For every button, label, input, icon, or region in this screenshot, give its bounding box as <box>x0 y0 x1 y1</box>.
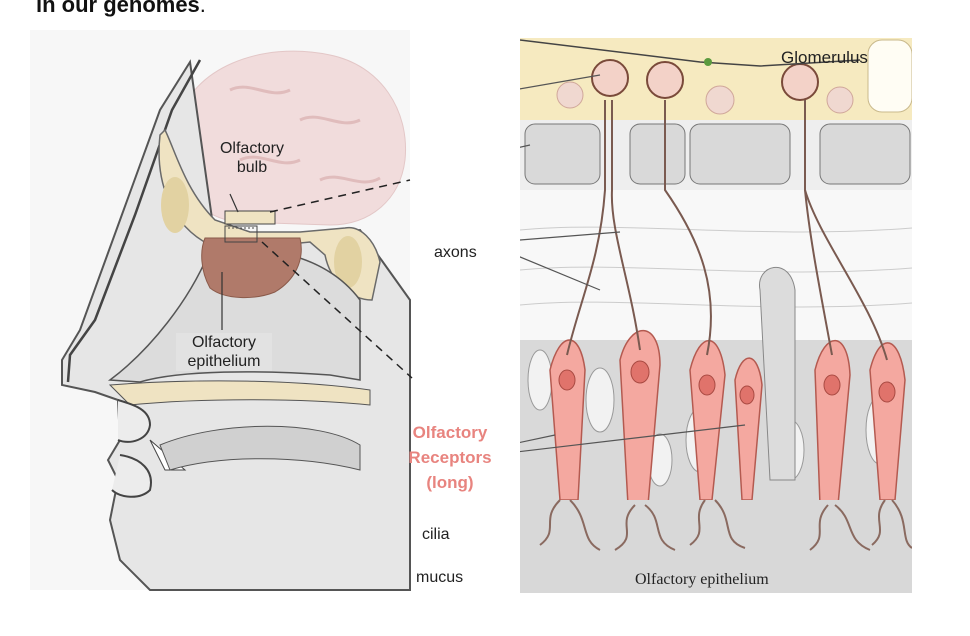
heading-tail: . <box>199 0 206 17</box>
mucus-label: mucus <box>416 569 464 586</box>
olfactory-bulb-label: Olfactory bulb <box>212 139 292 177</box>
olfactory-receptors-label: Olfactory Receptors (long) <box>390 420 510 495</box>
brain <box>177 50 407 226</box>
bulb-label-line1: Olfactory <box>219 140 284 157</box>
receptors-line3: (long) <box>426 473 474 492</box>
axons-label: axons <box>434 244 477 261</box>
epithelium-label-line2: epithelium <box>187 353 261 370</box>
olfactory-epithelium-patch <box>201 237 302 299</box>
page-heading: in our genomes. <box>36 0 206 18</box>
olfactory-epithelium-caption: Olfactory epithelium <box>635 571 769 588</box>
glomeruli <box>556 59 854 115</box>
bulb-label-line2: bulb <box>236 159 268 176</box>
nuclei <box>558 360 896 405</box>
receptors-line2: Receptors <box>408 448 492 467</box>
heading-bold: in our genomes <box>36 0 200 17</box>
head-cross-section <box>30 30 413 591</box>
glomerulus-label: Glomerulus <box>781 48 868 67</box>
receptors-line1: Olfactory <box>412 423 488 442</box>
epithelium-label-line1: Olfactory <box>191 334 256 351</box>
cilia-label: cilia <box>422 526 450 543</box>
olfactory-bulb <box>224 210 276 225</box>
olfactory-epithelium-label: Olfactory epithelium <box>176 333 272 371</box>
